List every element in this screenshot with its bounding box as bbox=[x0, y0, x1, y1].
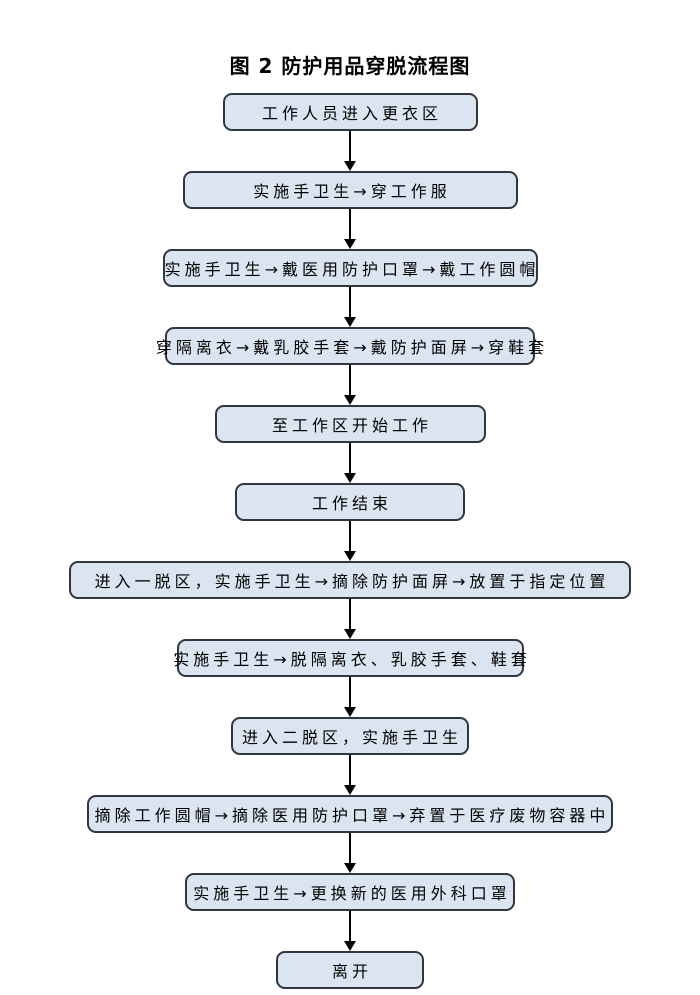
flow-node-label: 至工作区开始工作 bbox=[271, 416, 432, 435]
arrow-head-icon bbox=[344, 239, 356, 249]
arrow-shaft bbox=[349, 833, 351, 863]
arrow-shaft bbox=[349, 911, 351, 941]
down-arrow bbox=[344, 131, 356, 171]
flow-node-mask-and-cap: 实施手卫生→戴医用防护口罩→戴工作圆帽 bbox=[162, 249, 540, 287]
flow-node-label: 工作人员进入更衣区 bbox=[261, 104, 442, 123]
down-arrow bbox=[344, 599, 356, 639]
flow-node-label: 实施手卫生→戴医用防护口罩→戴工作圆帽 bbox=[164, 260, 540, 279]
flow-node-remove-cap-mask-dispose: 摘除工作圆帽→摘除医用防护口罩→弃置于医疗废物容器中 bbox=[87, 795, 613, 833]
arrow-head-icon bbox=[344, 395, 356, 405]
arrow-shaft bbox=[349, 521, 351, 551]
arrow-shaft bbox=[349, 287, 351, 317]
figure-title: 图 2 防护用品穿脱流程图 bbox=[229, 54, 471, 78]
flow-node-enter-changing-area: 工作人员进入更衣区 bbox=[222, 93, 478, 131]
down-arrow bbox=[344, 287, 356, 327]
arrow-head-icon bbox=[344, 863, 356, 873]
arrow-shaft bbox=[349, 677, 351, 707]
flow-node-label: 工作结束 bbox=[311, 494, 392, 513]
flow-node-second-doffing-area: 进入二脱区，实施手卫生 bbox=[231, 717, 469, 755]
arrow-shaft bbox=[349, 365, 351, 395]
flow-node-label: 穿隔离衣→戴乳胶手套→戴防护面屏→穿鞋套 bbox=[155, 338, 549, 357]
arrow-head-icon bbox=[344, 941, 356, 951]
flow-node-hand-hygiene-work-clothes: 实施手卫生→穿工作服 bbox=[182, 171, 518, 209]
arrow-head-icon bbox=[344, 317, 356, 327]
flow-node-start-work: 至工作区开始工作 bbox=[214, 405, 486, 443]
arrow-head-icon bbox=[344, 707, 356, 717]
arrow-head-icon bbox=[344, 473, 356, 483]
flow-node-label: 摘除工作圆帽→摘除医用防护口罩→弃置于医疗废物容器中 bbox=[94, 806, 610, 825]
flow-node-leave: 离开 bbox=[276, 951, 424, 989]
arrow-head-icon bbox=[344, 785, 356, 795]
flowchart: 工作人员进入更衣区 实施手卫生→穿工作服 实施手卫生→戴医用防护口罩→戴工作圆帽… bbox=[69, 93, 631, 989]
arrow-shaft bbox=[349, 599, 351, 629]
flow-node-label: 进入二脱区，实施手卫生 bbox=[242, 728, 463, 747]
down-arrow bbox=[344, 677, 356, 717]
down-arrow bbox=[344, 755, 356, 795]
flow-node-remove-gown-gloves-shoecovers: 实施手卫生→脱隔离衣、乳胶手套、鞋套 bbox=[173, 639, 527, 677]
arrow-shaft bbox=[349, 131, 351, 161]
flow-node-label: 进入一脱区，实施手卫生→摘除防护面屏→放置于指定位置 bbox=[94, 572, 610, 591]
arrow-shaft bbox=[349, 443, 351, 473]
flow-node-label: 实施手卫生→穿工作服 bbox=[253, 182, 451, 201]
flow-node-work-finished: 工作结束 bbox=[235, 483, 465, 521]
flow-node-label: 实施手卫生→更换新的医用外科口罩 bbox=[193, 884, 511, 903]
arrow-shaft bbox=[349, 209, 351, 239]
arrow-head-icon bbox=[344, 161, 356, 171]
flow-node-gown-gloves-faceshield-shoecovers: 穿隔离衣→戴乳胶手套→戴防护面屏→穿鞋套 bbox=[156, 327, 544, 365]
arrow-head-icon bbox=[344, 551, 356, 561]
down-arrow bbox=[344, 833, 356, 873]
flow-node-first-doffing-area: 进入一脱区，实施手卫生→摘除防护面屏→放置于指定位置 bbox=[69, 561, 631, 599]
down-arrow bbox=[344, 911, 356, 951]
down-arrow bbox=[344, 521, 356, 561]
flow-node-label: 实施手卫生→脱隔离衣、乳胶手套、鞋套 bbox=[173, 650, 531, 669]
arrow-head-icon bbox=[344, 629, 356, 639]
flow-node-label: 离开 bbox=[331, 962, 372, 981]
flow-node-new-surgical-mask: 实施手卫生→更换新的医用外科口罩 bbox=[185, 873, 515, 911]
arrow-shaft bbox=[349, 755, 351, 785]
down-arrow bbox=[344, 443, 356, 483]
down-arrow bbox=[344, 209, 356, 249]
down-arrow bbox=[344, 365, 356, 405]
